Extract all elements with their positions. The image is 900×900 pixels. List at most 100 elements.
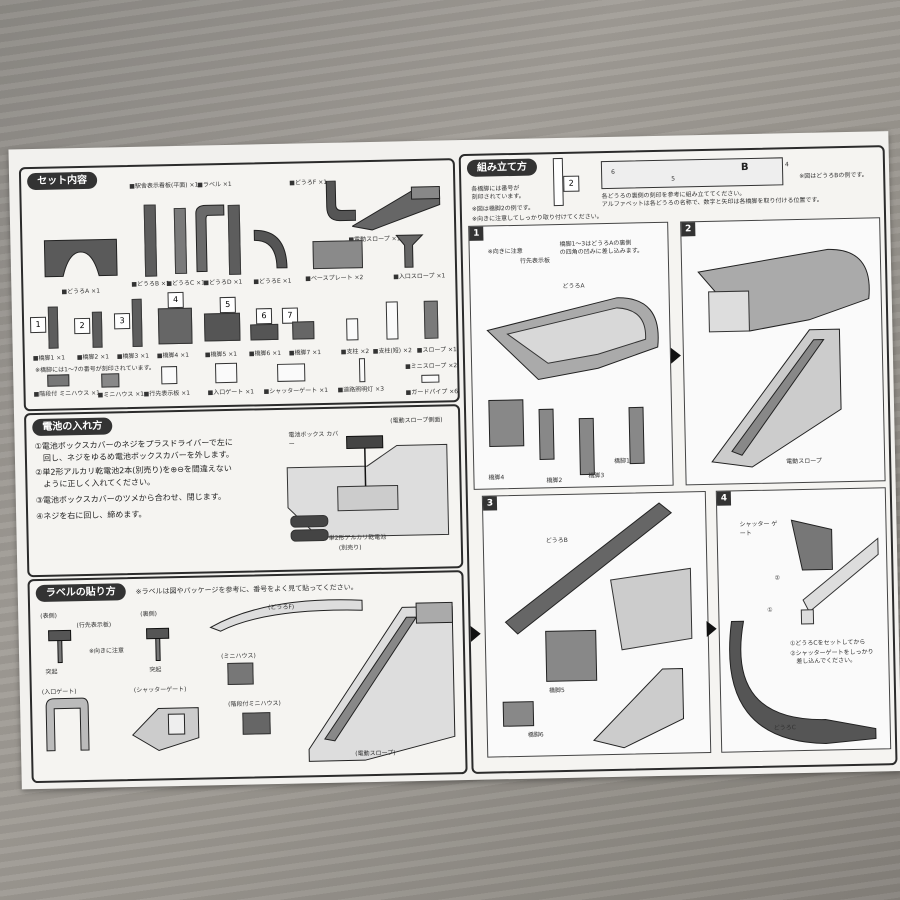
label-battery: 単2形アルカリ乾電池 — [328, 533, 387, 542]
label-entrance-gate: ■入口ゲート ×1 — [207, 388, 255, 397]
step-3-pier-6: 橋脚6 — [527, 731, 544, 739]
step-1-illustration — [486, 297, 659, 476]
road-f-part — [325, 180, 357, 222]
label-base-plate: ■ベースプレート ×2 — [305, 274, 364, 283]
step-3-illustration — [502, 502, 693, 749]
shutter-gate-part — [277, 363, 306, 382]
road-e-straight — [227, 204, 242, 275]
label-slope: ■スロープ ×1 — [416, 346, 457, 355]
label-gate-caption: (入口ゲート) — [41, 688, 77, 696]
hint-3: ※図は橋脚2の例です。 — [471, 204, 535, 213]
labels-panel: ラベルの貼り方 ※ラベルは図やパッケージを参考に、番号をよく見て貼ってください。… — [27, 570, 468, 784]
label-minihouse-caption: (ミニハウス) — [221, 652, 256, 661]
pier-number-2: 2 — [74, 317, 91, 335]
step-1-sign: 行先表示板 — [519, 257, 551, 265]
label-pier-5: ■橋脚5 ×1 — [204, 350, 238, 359]
label-road-a: ■どうろA ×1 — [61, 287, 101, 296]
pier-4-part — [157, 307, 193, 345]
step-1-box: 1 ※向きに注意 行先表示板 橋脚1〜3はどうろAの裏側 の四角の凹みに差し込み… — [468, 221, 674, 490]
label-entrance-slope: ■入口スロープ ×1 — [393, 272, 446, 281]
label-road-f-caption: (どうろF) — [268, 603, 295, 612]
road-b-example — [600, 157, 784, 190]
pier-mark-2: 2 — [563, 175, 580, 192]
step-4-circle-2: ② — [774, 574, 781, 582]
pillar-part — [346, 318, 359, 341]
label-shutter-gate: ■シャッターゲート ×1 — [263, 386, 329, 396]
set-contents-panel: セット内容 ■駅舎表示看板(平面) ×1 ■ラベル ×1 ■どうろF ×1 ■電… — [18, 158, 460, 412]
label-stair-minihouse: ■階段付 ミニハウス ×1 — [33, 389, 101, 399]
gate-illustration — [45, 697, 90, 752]
assembly-panel: 組み立て方 各橋脚には番号が 刻印されています。 ※図は橋脚2の例です。 2 6… — [458, 145, 898, 774]
road-mark-b: B — [740, 162, 749, 174]
label-back: (裏側) — [140, 610, 157, 618]
sign-front-illustration — [48, 629, 72, 664]
road-e-part — [253, 229, 288, 269]
set-contents-title: セット内容 — [26, 171, 98, 191]
pier-number-6: 6 — [255, 308, 273, 325]
label-road-light: ■道路照明灯 ×3 — [337, 385, 385, 394]
label-road-d: ■どうろD ×1 — [203, 278, 243, 287]
road-light-part — [358, 358, 366, 383]
label-minihouse: ■ミニハウス ×1 — [97, 390, 145, 399]
step-1-pier-1: 橋脚1 — [614, 457, 631, 465]
step-1-number: 1 — [469, 226, 484, 241]
battery-box-illustration — [286, 435, 450, 538]
label-road-c: ■どうろC ×1 — [166, 279, 206, 288]
step-2-illustration — [697, 248, 870, 468]
step-3-pier-5: 橋脚5 — [548, 686, 565, 695]
pier-2-part — [91, 311, 103, 348]
step-4-box: 4 シャッター ゲート ② ① ①どうろCをセットしてから ②シャッターゲートを… — [715, 487, 892, 753]
label-pillar: ■支柱 ×2 — [340, 348, 370, 356]
pier-note: ※橋脚には1〜7の番号が刻印されています。 — [35, 364, 156, 375]
pillar-short-part — [385, 301, 399, 340]
instruction-sheet: セット内容 ■駅舎表示看板(平面) ×1 ■ラベル ×1 ■どうろF ×1 ■電… — [8, 131, 900, 790]
step-4-illustration — [729, 519, 879, 745]
label-road-b: ■どうろB ×1 — [131, 280, 170, 288]
label-bump: 突起 — [45, 668, 58, 676]
battery-step-2b: ように正しく入れてください。 — [35, 477, 156, 490]
entrance-gate-part — [214, 362, 238, 384]
step-4-road-c: どうろC — [773, 724, 797, 732]
battery-icon-2 — [290, 528, 329, 542]
base-plate-part — [312, 240, 364, 270]
label-sign-caption: (行先表示板) — [76, 621, 112, 630]
step-3-road-b: どうろB — [545, 536, 568, 545]
step-3-box: 3 どうろB 橋脚5 橋脚6 — [481, 490, 712, 758]
road-c-part — [173, 207, 188, 275]
electric-slope-part — [351, 185, 441, 231]
road-mark-6: 6 — [611, 168, 615, 176]
label-guard-pipe: ■ガードパイプ ×6 — [405, 388, 459, 397]
pier-example — [552, 157, 564, 207]
electric-slope-illustration — [308, 601, 456, 762]
pier-3-part — [131, 298, 143, 347]
road-mark-4: 4 — [784, 161, 789, 169]
minihouse-illustration — [227, 662, 254, 686]
pier-5-part — [203, 312, 241, 342]
battery-step-3: ③電池ボックスカバーのツメから合わせ、閉じます。 — [35, 492, 227, 506]
pier-number-1: 1 — [29, 316, 47, 334]
label-shutter-caption: (シャッターゲート) — [133, 685, 187, 695]
slope-part — [423, 300, 439, 339]
sign-back-illustration — [146, 627, 170, 662]
label-road-e: ■どうろE ×1 — [253, 277, 292, 286]
label-pier-2: ■橋脚2 ×1 — [76, 353, 110, 362]
label-stair-caption: (階段付ミニハウス) — [228, 699, 281, 709]
label-pier-1: ■橋脚1 ×1 — [32, 354, 66, 363]
road-mark-5: 5 — [671, 175, 676, 183]
road-b-part — [143, 204, 158, 277]
pier-number-3: 3 — [113, 313, 131, 330]
step-1-pier-4: 橋脚4 — [488, 474, 505, 482]
pier-number-5: 5 — [219, 296, 236, 314]
battery-step-4: ④ネジを右に回し、締めます。 — [36, 509, 147, 522]
pier-6-part — [250, 323, 279, 341]
label-slope-caption: (電動スロープ) — [355, 749, 396, 758]
step-1-desc-2: の四角の凹みに差し込みます。 — [559, 247, 644, 257]
battery-icon-1 — [290, 514, 329, 528]
label-sign: ■行先表示板 ×1 — [143, 389, 191, 398]
step-4-instruction-1: ①どうろCをセットしてから — [789, 638, 866, 648]
pier-number-4: 4 — [167, 291, 184, 309]
step-2-slope: 電動スロープ — [786, 457, 822, 466]
label-pillar-short: ■支柱(短) ×2 — [372, 347, 412, 355]
road-a-part — [43, 238, 118, 278]
entrance-slope-part — [395, 234, 424, 268]
